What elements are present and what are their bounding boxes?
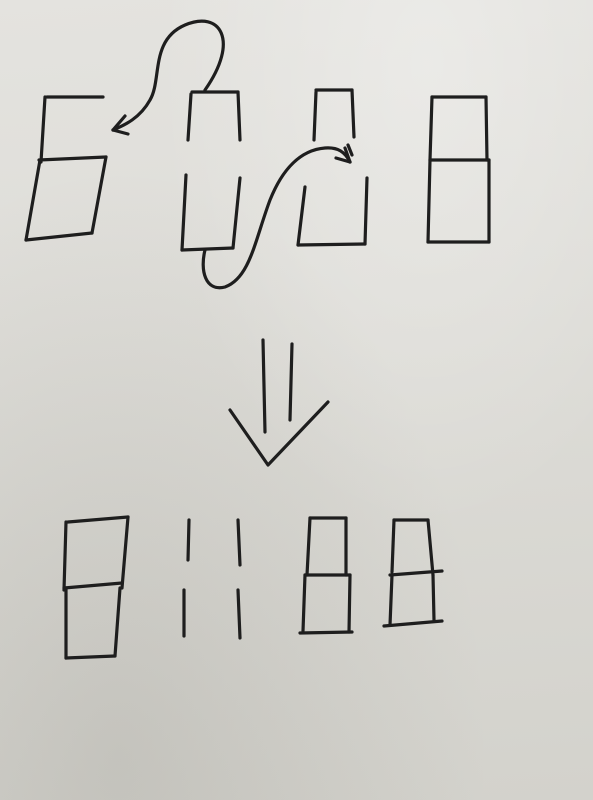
- before-digit-8: [426, 95, 491, 244]
- before-digit-0-first: [180, 90, 242, 252]
- after-digit-8-second: [382, 518, 444, 628]
- double-down-arrow-icon: [228, 338, 330, 467]
- before-row: [24, 19, 491, 290]
- after-digit-1-first: [182, 518, 191, 638]
- after-row: [62, 515, 444, 660]
- move-arrow-to-second-zero: [201, 143, 354, 290]
- before-digit-0-second: [296, 88, 369, 247]
- before-digit-6: [24, 95, 108, 242]
- after-digit-1-second: [236, 518, 242, 640]
- after-digit-8-first: [298, 516, 354, 635]
- after-digit-9: [62, 515, 130, 660]
- move-arrow-to-six: [111, 19, 225, 136]
